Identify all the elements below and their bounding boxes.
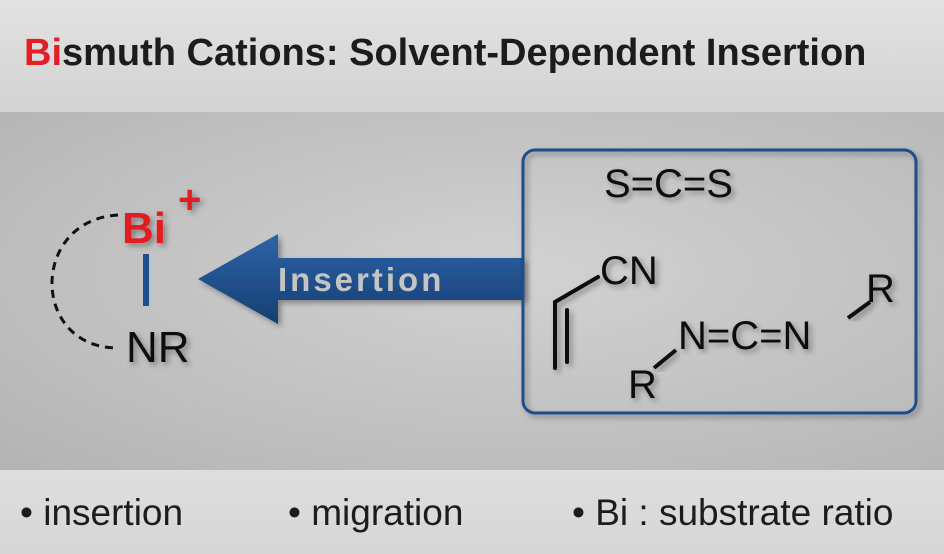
carbodiimide-right-bond: [846, 300, 872, 320]
arrow-label: Insertion: [278, 261, 444, 298]
substrate-box: [521, 148, 918, 415]
acrylonitrile-skeleton: [553, 275, 600, 370]
bullet-insertion: • insertion: [20, 492, 184, 533]
page-title: Bismuth Cations: Solvent-Dependent Inser…: [24, 32, 866, 75]
bullet-ratio: • Bi : substrate ratio: [572, 492, 894, 533]
carbodiimide-left-bond: [652, 348, 678, 370]
carbodiimide-r-right: R: [866, 267, 895, 311]
bismuth-charge: +: [178, 178, 201, 222]
carbodiimide-r-left: R: [628, 363, 657, 407]
cs2-formula: S=C=S: [604, 162, 733, 206]
bullet-migration: • migration: [288, 492, 464, 533]
carbodiimide-core: N=C=N: [678, 314, 811, 358]
footer-band: [0, 470, 944, 554]
insertion-arrow: [198, 234, 524, 324]
title-rest: smuth Cations: Solvent-Dependent Inserti…: [62, 32, 867, 74]
nitrile-label: CN: [600, 249, 658, 293]
title-highlight: Bi: [24, 32, 62, 74]
ring-dashed-arc: [50, 213, 119, 350]
amide-label: NR: [126, 323, 190, 372]
bismuth-symbol: Bi: [122, 204, 166, 253]
title-band: [0, 0, 944, 112]
